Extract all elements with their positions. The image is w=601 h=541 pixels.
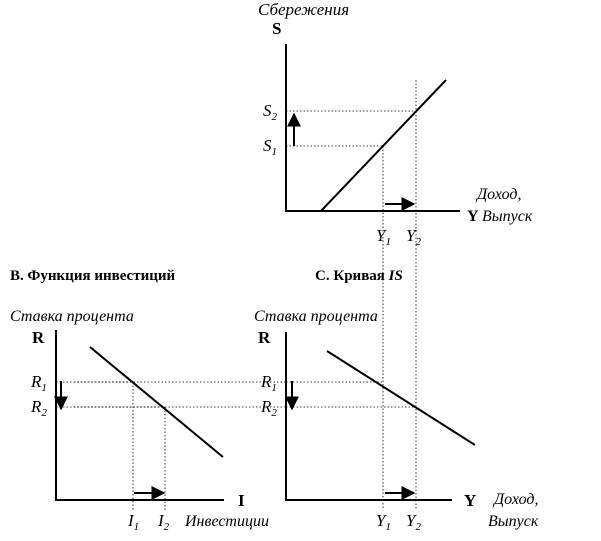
- investment-panel: B. Функция инвестиций Ставка процента R …: [10, 268, 269, 533]
- investment-heading: B. Функция инвестиций: [10, 268, 176, 284]
- savings-x-letter: Y: [467, 208, 479, 225]
- is-y-axis-label: R: [258, 328, 271, 347]
- investment-x-axis-label: I: [238, 491, 245, 510]
- tick-s1: S1: [263, 136, 277, 158]
- cross-panel-guides: [74, 80, 417, 510]
- is-curve-line: [326, 350, 476, 446]
- tick-r1-right: R1: [260, 372, 277, 394]
- investment-line: [89, 346, 224, 458]
- is-x-label-1: Доход,: [492, 491, 538, 508]
- tick-r1-left: R1: [30, 372, 47, 394]
- savings-title: Сбережения: [258, 0, 349, 19]
- investment-rate-label: Ставка процента: [10, 308, 134, 325]
- savings-line: [320, 79, 447, 212]
- savings-axes: [285, 44, 460, 212]
- tick-y1-bottom: Y1: [376, 511, 391, 533]
- investment-axes: [55, 330, 224, 501]
- is-x-label-2: Выпуск: [488, 513, 539, 530]
- is-axes: [285, 332, 452, 501]
- tick-y1-top: Y1: [376, 226, 391, 248]
- is-curve-panel: C. Кривая IS Ставка процента R R1 R2 Y Д…: [254, 268, 539, 533]
- savings-y-axis-label: S: [272, 19, 281, 38]
- savings-x-label-2: Выпуск: [482, 208, 533, 225]
- tick-i2: I2: [157, 511, 170, 533]
- is-heading: C. Кривая IS: [315, 268, 403, 284]
- tick-r2-right: R2: [260, 397, 277, 419]
- tick-y2-bottom: Y2: [406, 511, 421, 533]
- investment-y-axis-label: R: [32, 328, 45, 347]
- tick-y2-top: Y2: [406, 226, 421, 248]
- is-rate-label: Ставка процента: [254, 308, 378, 325]
- tick-s2: S2: [263, 101, 278, 123]
- tick-i1: I1: [127, 511, 139, 533]
- savings-x-label-1: Доход,: [475, 186, 521, 203]
- is-x-axis-label: Y: [464, 491, 476, 510]
- savings-panel: Сбережения S S2 S1 Доход, Y Выпуск Y1 Y2: [258, 0, 533, 248]
- investment-x-label: Инвестиции: [184, 513, 269, 530]
- tick-r2-left: R2: [30, 397, 47, 419]
